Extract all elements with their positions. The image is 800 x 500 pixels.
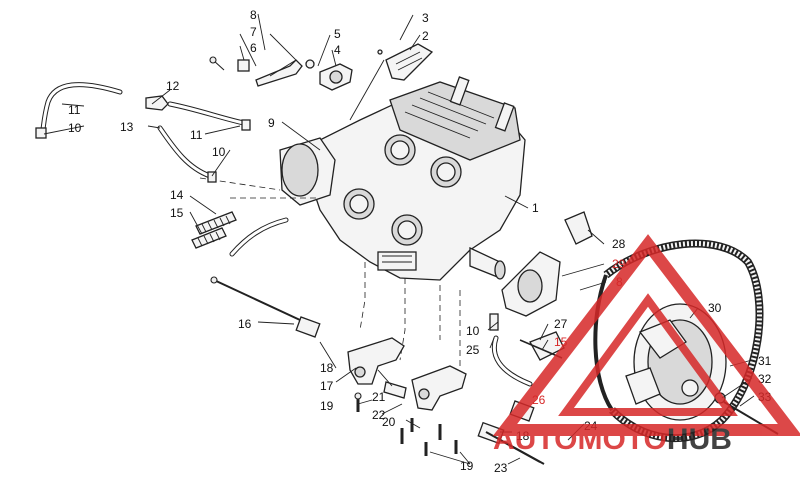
callout-2: 2 [422,29,429,43]
callout-11-mid: 11 [190,128,203,142]
callout-13: 13 [120,120,134,134]
callout-12: 12 [166,79,180,93]
callout-10-mid: 10 [212,145,226,159]
callout-3: 3 [422,11,429,25]
callout-9: 9 [268,116,275,130]
callout-15-left: 15 [170,206,184,220]
watermark-hub: HUB [667,423,732,456]
callout-6: 6 [250,41,257,55]
callout-10-right: 10 [466,324,480,338]
callout-27: 27 [554,317,568,331]
callout-28: 28 [612,237,626,251]
callout-30: 30 [708,301,722,315]
callout-32: 32 [758,372,772,386]
callout-8-top: 8 [250,8,257,22]
fuel-lines [35,82,289,257]
callout-10-left: 10 [68,121,82,135]
callout-22: 22 [372,408,386,422]
springs [191,211,237,249]
engine-assembly [279,76,526,281]
callout-11-left: 11 [68,103,81,117]
watermark-logo: AUTOMOTOHUB [492,234,800,456]
callout-14: 14 [170,188,184,202]
watermark-triangle [492,234,800,436]
bracket-parts [209,43,434,91]
callout-21: 21 [372,390,386,404]
long-bolt [210,276,321,338]
callout-4: 4 [334,43,341,57]
exhaust-plate [501,211,593,317]
callout-16: 16 [238,317,252,331]
callout-7: 7 [250,25,257,39]
engine-mounts [347,337,467,411]
callout-19-left: 19 [320,399,334,413]
leader-lines [43,13,755,465]
drive-belt [593,239,764,443]
callout-29: 29 [612,257,626,271]
callout-5: 5 [334,27,341,41]
callout-18-left: 18 [320,361,334,375]
callout-25: 25 [466,343,480,357]
callout-19-bottom: 19 [460,459,474,473]
watermark-moto: MOTO [577,423,666,456]
watermark-inner-triangle [558,293,738,416]
mount-bolts [354,392,458,456]
callout-23: 23 [494,461,508,475]
callouts: 1 2 3 4 5 6 7 8 8 9 10 10 10 11 11 12 13… [68,8,772,475]
callout-20: 20 [382,415,396,429]
callout-1: 1 [532,201,539,215]
watermark-text: AUTOMOTOHUB [493,423,732,456]
callout-17: 17 [320,379,334,393]
watermark-auto: AUTO [493,423,577,456]
callout-31: 31 [758,354,772,368]
